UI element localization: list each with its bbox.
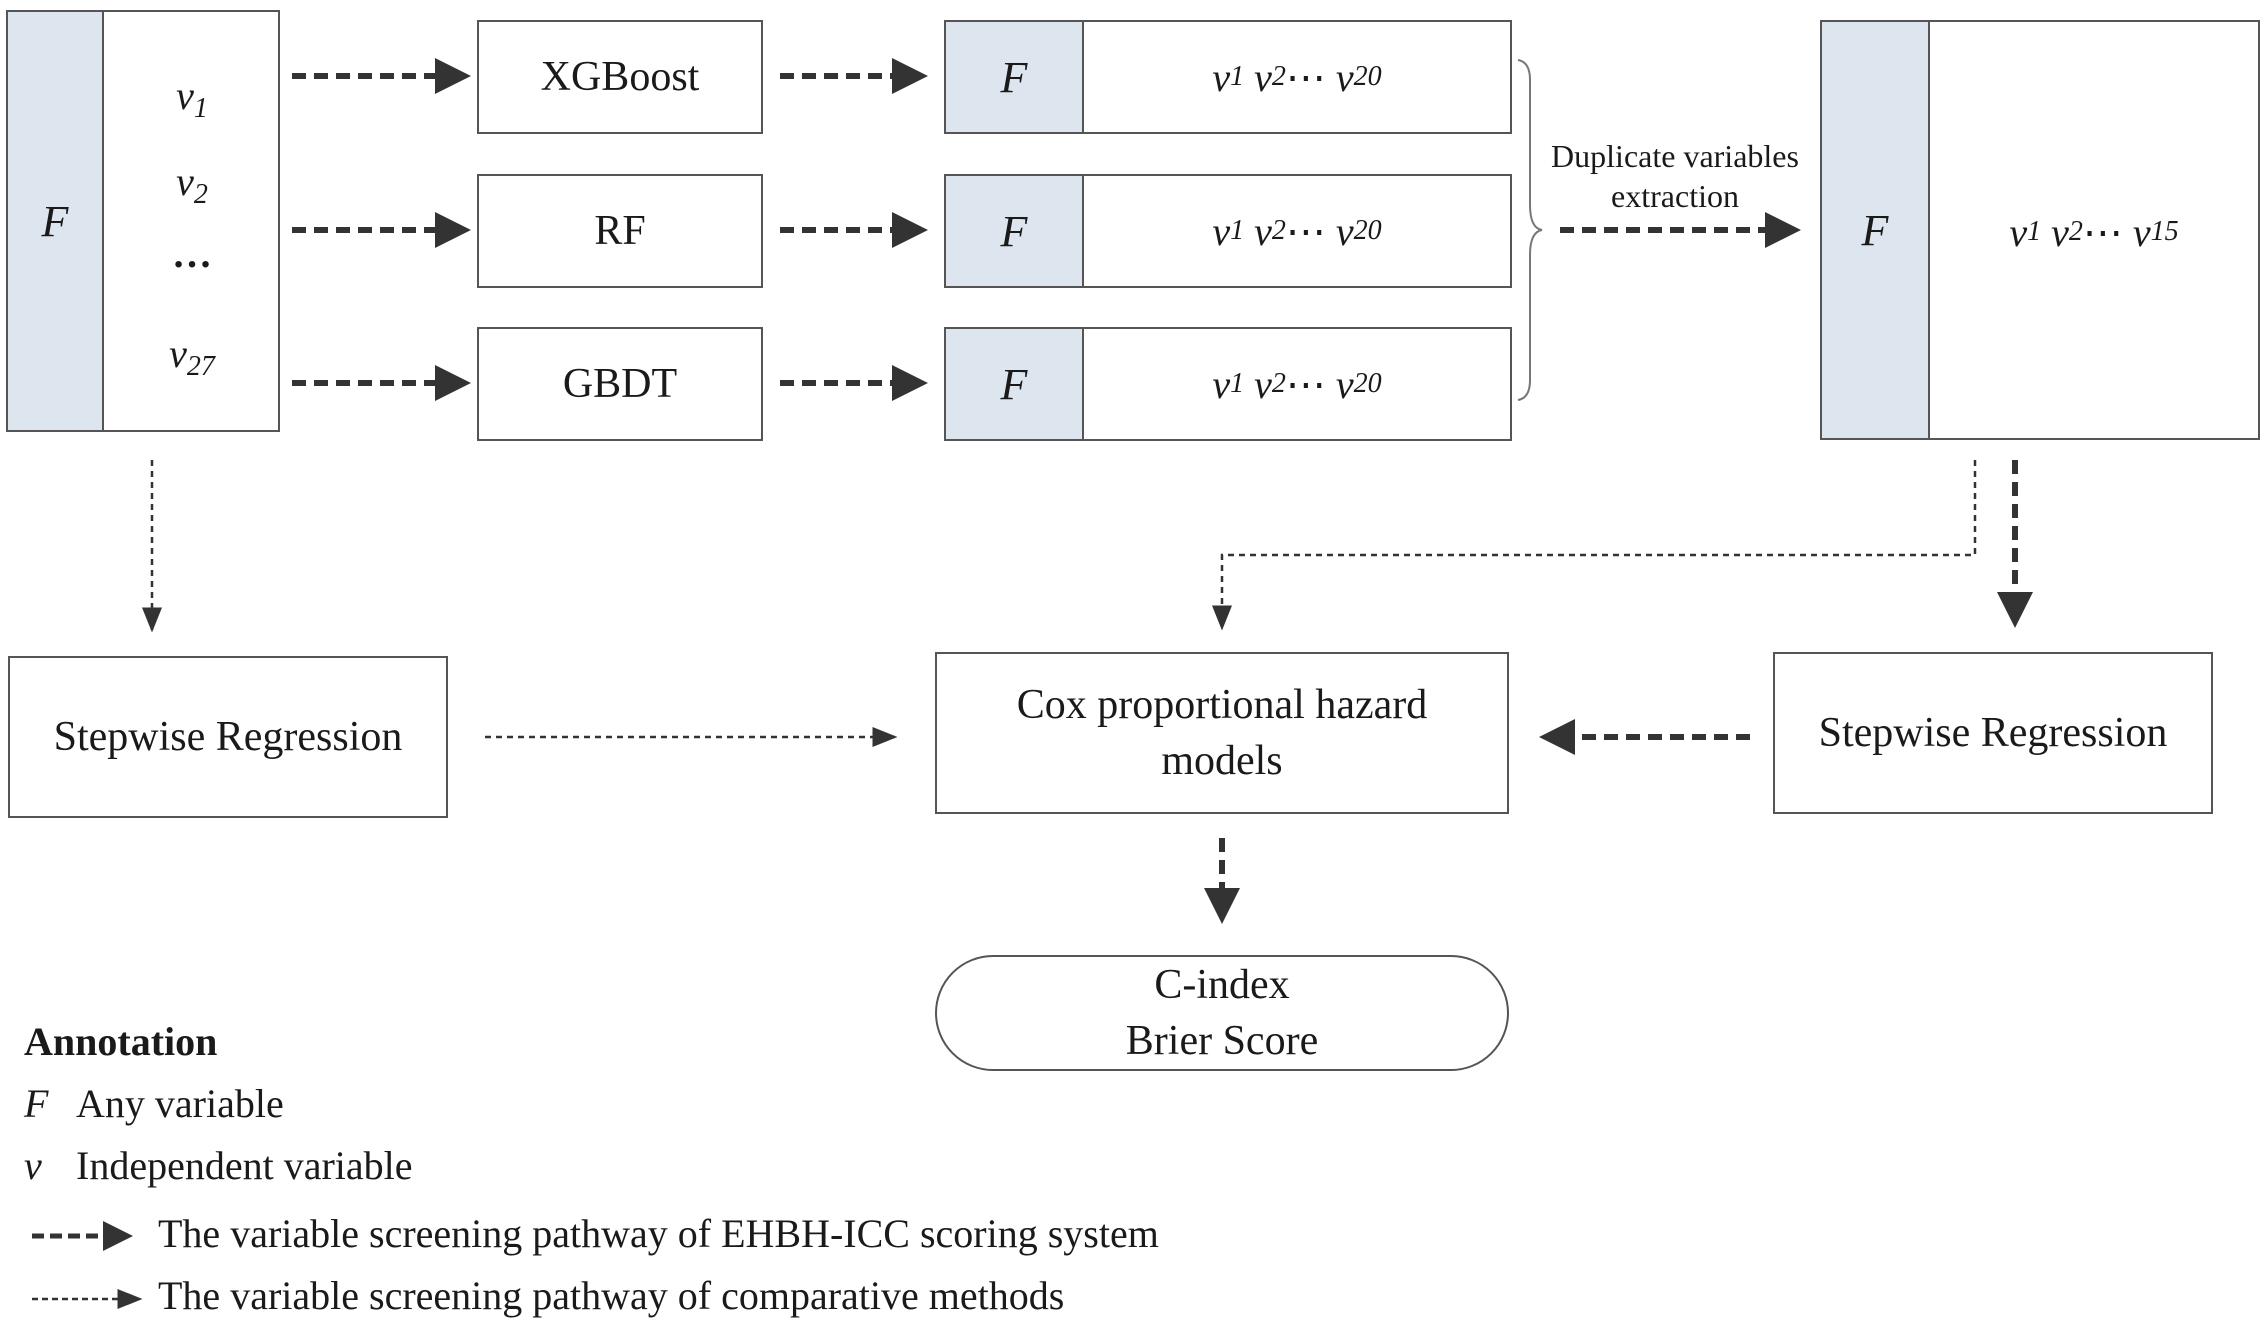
input-f-cell: F (8, 12, 104, 430)
annotation-thick-path: The variable screening pathway of EHBH-I… (158, 1211, 1159, 1256)
output-f-cell: F (946, 329, 1084, 439)
metric-c-index: C-index (1154, 962, 1290, 1008)
annotation-title: Annotation (24, 1019, 218, 1064)
extraction-label: Duplicate variables extraction (1551, 138, 1799, 214)
arrow-merged-cox (1212, 460, 1977, 631)
output-f-cell: F (946, 176, 1084, 286)
output-brace (1517, 59, 1543, 401)
input-v1: v1 (176, 73, 208, 124)
annotation-thin-path: The variable screening pathway of compar… (158, 1273, 1065, 1318)
metrics-terminal: C-index Brier Score (935, 955, 1509, 1071)
input-ellipsis: … (172, 231, 212, 276)
metric-brier-score: Brier Score (1125, 1018, 1319, 1064)
cox-line1: Cox proportional hazard (1016, 682, 1428, 728)
model-box-gbdt: GBDT (477, 327, 763, 441)
output-f-cell: F (946, 22, 1084, 132)
model-box-xgboost: XGBoost (477, 20, 763, 134)
stepwise-regression-right: Stepwise Regression (1773, 652, 2213, 814)
cox-model-box: Cox proportional hazard models (935, 652, 1509, 814)
merged-f-cell: F (1822, 22, 1930, 438)
model-box-rf: RF (477, 174, 763, 288)
cox-line2: models (1161, 738, 1283, 784)
input-v27: v27 (169, 331, 215, 382)
input-variables-block: F v1 v2 … v27 (6, 10, 280, 432)
stepwise-regression-left: Stepwise Regression (8, 656, 448, 818)
input-v2: v2 (176, 159, 208, 210)
